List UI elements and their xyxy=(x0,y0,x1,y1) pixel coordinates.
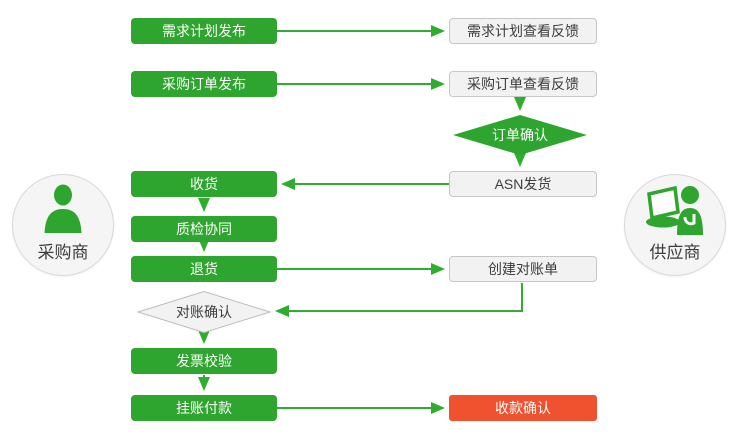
node-po-feedback: 采购订单查看反馈 xyxy=(449,71,597,97)
node-demand-plan-publish: 需求计划发布 xyxy=(131,18,277,44)
node-demand-plan-feedback: 需求计划查看反馈 xyxy=(449,18,597,44)
arrow-statement-to-confirm xyxy=(275,283,523,317)
node-asn-ship: ASN发货 xyxy=(449,171,597,197)
diamond-shape xyxy=(453,115,587,155)
decision-statement-confirm: 对账确认 xyxy=(137,291,271,333)
actor-buyer: 采购商 xyxy=(12,174,114,276)
decision-order-confirm-label: 订单确认 xyxy=(492,127,548,143)
node-return-goods: 退货 xyxy=(131,256,277,282)
node-receiving: 收货 xyxy=(131,171,277,197)
node-payment-on-account: 挂账付款 xyxy=(131,395,277,421)
node-quality-inspection: 质检协同 xyxy=(131,216,277,242)
actor-supplier: 供应商 xyxy=(624,174,726,276)
supplier-person-laptop-icon xyxy=(625,183,725,235)
supplier-label: 供应商 xyxy=(649,243,701,262)
diamond-shape xyxy=(137,291,271,333)
buyer-person-icon xyxy=(13,183,113,233)
node-po-publish: 采购订单发布 xyxy=(131,71,277,97)
decision-statement-confirm-label: 对账确认 xyxy=(176,304,232,320)
decision-order-confirm: 订单确认 xyxy=(453,115,587,155)
node-create-statement: 创建对账单 xyxy=(449,256,597,282)
node-payment-receipt-confirm: 收款确认 xyxy=(449,395,597,421)
node-invoice-verify: 发票校验 xyxy=(131,348,277,374)
buyer-label: 采购商 xyxy=(37,243,89,262)
